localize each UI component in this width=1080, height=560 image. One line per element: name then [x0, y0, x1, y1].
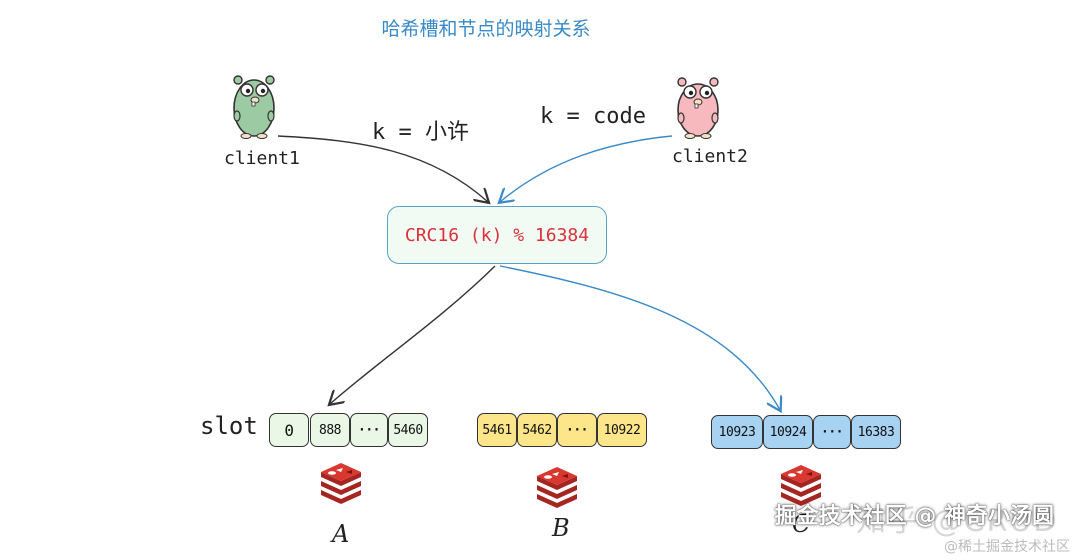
arrow-client1-to-formula [277, 135, 488, 202]
slot-cell: 5462 [517, 413, 557, 447]
watermark-main: 掘金技术社区 @ 神奇小汤圆 [774, 504, 1054, 529]
arrow-formula-to-node-c [499, 265, 780, 410]
watermark-faint: 知乎 @CRUD [856, 504, 1059, 539]
slot-cell: 10923 [711, 415, 763, 449]
client2-label: client2 [672, 146, 748, 167]
client1-key-expression: k = 小许 [372, 120, 469, 145]
redis-icon [537, 467, 577, 508]
slot-cell-ellipsis: ··· [350, 413, 388, 447]
diagram-title: 哈希槽和节点的映射关系 [381, 18, 591, 40]
arrow-formula-to-node-a [330, 265, 496, 404]
node-c-label: C [792, 510, 811, 538]
gopher-pink-icon [677, 77, 719, 139]
redis-icon [321, 463, 361, 504]
slot-cell: 888 [310, 413, 350, 447]
slot-cell: 5461 [477, 413, 517, 447]
slot-cell-ellipsis: ··· [557, 413, 597, 447]
hash-formula-box: CRC16 (k) % 16384 [387, 206, 607, 264]
node-a-label: A [332, 520, 350, 548]
gopher-green-icon [233, 75, 275, 139]
watermark-small: @稀土掘金技术社区 [944, 539, 1070, 555]
slot-cell: 10924 [763, 415, 813, 449]
client1-label: client1 [224, 148, 300, 169]
arrow-client2-to-formula [500, 135, 673, 202]
slot-cell-ellipsis: ··· [813, 415, 851, 449]
slot-cell: 5460 [388, 413, 428, 447]
redis-icon [781, 465, 821, 506]
slot-label: slot [200, 412, 258, 440]
slot-cell: 0 [269, 413, 309, 447]
node-b-label: B [552, 514, 570, 542]
slot-cell: 10922 [597, 413, 647, 447]
client2-key-expression: k = code [540, 104, 646, 129]
slot-cell: 16383 [851, 415, 901, 449]
